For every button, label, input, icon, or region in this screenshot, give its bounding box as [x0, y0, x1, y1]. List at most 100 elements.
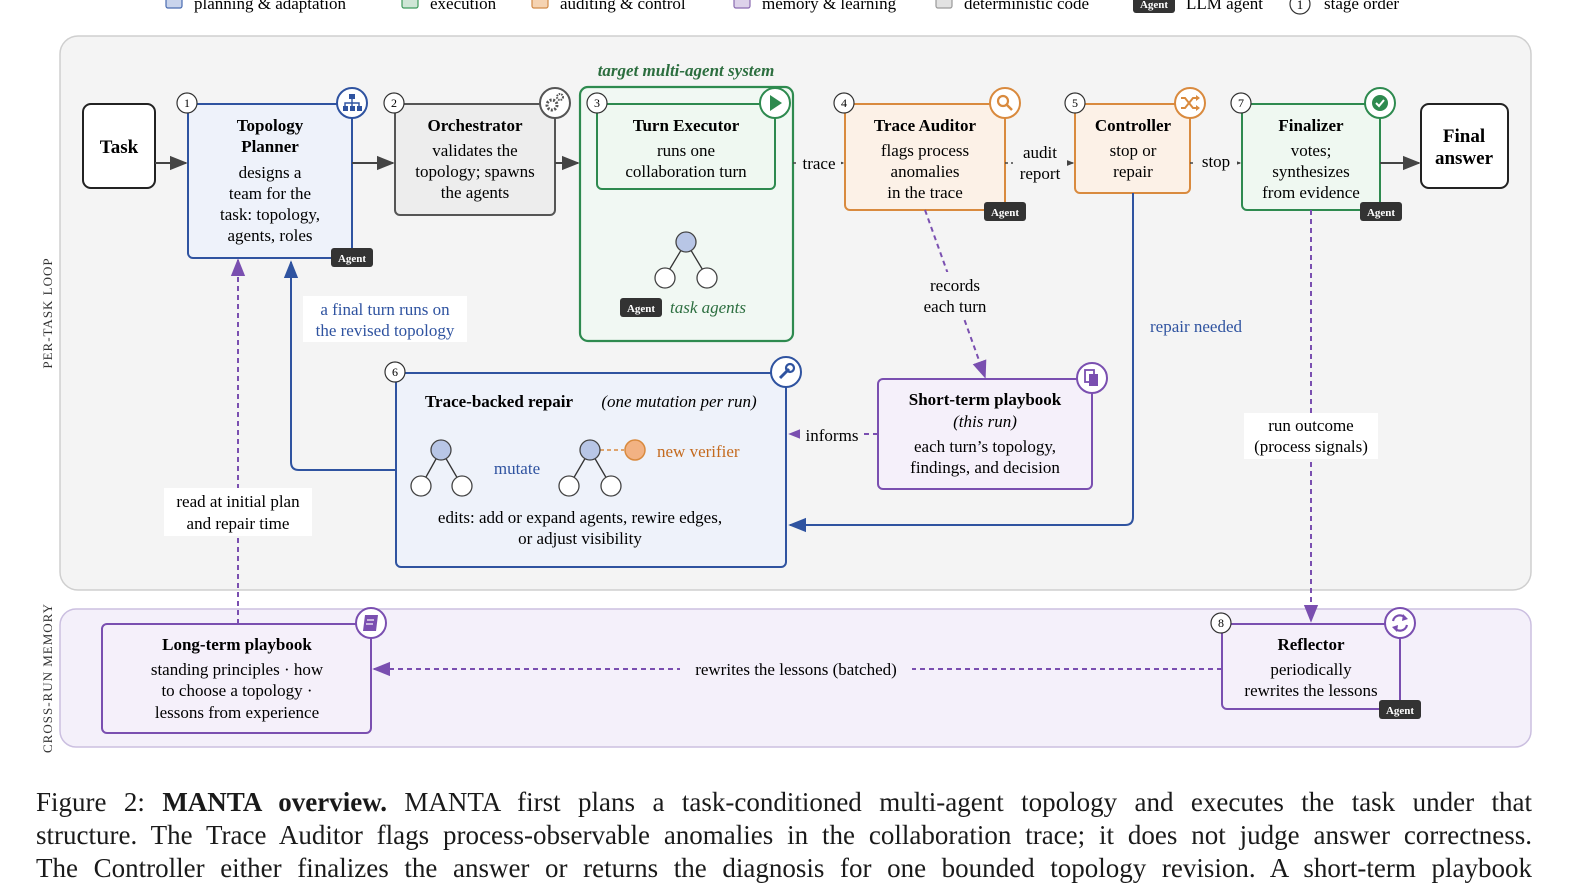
final-label-2: answer [1435, 148, 1494, 169]
play-icon [759, 87, 791, 119]
orchestrator-body-3: the agents [441, 183, 509, 202]
legend-agent-badge [1133, 0, 1175, 13]
label-stop: stop [1202, 152, 1230, 171]
short-playbook-body-2: findings, and decision [910, 458, 1060, 477]
arrow-repair-planner [283, 260, 396, 471]
mas-label: target multi-agent system [598, 61, 775, 80]
planner-title-1: Topology [237, 116, 304, 135]
auditor-body-2: anomalies [891, 162, 960, 181]
long-playbook-body-2: to choose a topology · [161, 681, 312, 700]
legend-stage-circle [1289, 0, 1311, 15]
task-label: Task [100, 137, 139, 158]
stage-num-2: 2 [391, 96, 397, 110]
arrow-controller-repair [788, 193, 1134, 533]
planner-body-1: designs a [239, 163, 302, 182]
label-trace: trace [802, 154, 835, 173]
label-records-1: records [930, 276, 980, 295]
mutate-label: mutate [494, 459, 540, 478]
repair-title: Trace-backed repair [425, 392, 574, 411]
caption-line-3: The Controller either finalizes the answ… [36, 853, 1532, 883]
legend-swatch-memory [733, 0, 751, 9]
shuffle-icon [1174, 87, 1206, 119]
legend-label-stage: stage order [1324, 0, 1399, 13]
after-node-left [558, 475, 580, 497]
reflector-body-1: periodically [1270, 660, 1352, 679]
sitemap-icon [336, 87, 368, 119]
before-node-right [451, 475, 473, 497]
label-run-outcome-2: (process signals) [1254, 437, 1368, 456]
reflector-body-2: rewrites the lessons [1244, 681, 1377, 700]
auditor-body-1: flags process [881, 141, 969, 160]
gears-icon [539, 87, 571, 119]
legend-label-planning: planning & adaptation [194, 0, 347, 13]
planner-box [187, 103, 353, 259]
side-label-memory: CROSS-RUN MEMORY [40, 603, 55, 753]
task-agents-badge-text: Agent [627, 303, 655, 315]
label-run-outcome-1: run outcome [1268, 416, 1353, 435]
orchestrator-box [394, 103, 556, 216]
legend-label-auditing: auditing & control [560, 0, 686, 13]
executor-body-1: runs one [657, 141, 715, 160]
legend-agent-badge-text: Agent [1140, 0, 1168, 11]
controller-body-2: repair [1113, 162, 1153, 181]
task-agents-label: task agents [670, 298, 746, 317]
auditor-title: Trace Auditor [874, 116, 977, 135]
controller-body-1: stop or [1110, 141, 1157, 160]
reflector-agent-badge: Agent [1386, 705, 1414, 717]
label-repair-needed: repair needed [1150, 317, 1243, 336]
legend-label-agent: LLM agent [1186, 0, 1263, 13]
short-playbook-title: Short-term playbook [909, 390, 1062, 409]
figure-caption: Figure 2: MANTA overview. MANTA first pl… [36, 786, 1532, 885]
auditor-body-3: in the trace [887, 183, 963, 202]
manta-diagram: planning & adaptation execution auditing… [40, 0, 1532, 753]
reflector-box [1221, 623, 1401, 710]
short-playbook-body-1: each turn’s topology, [914, 437, 1056, 456]
stage-num-5: 5 [1072, 96, 1078, 110]
side-label-loop: PER-TASK LOOP [40, 257, 55, 368]
agent-node-right [696, 267, 718, 289]
controller-title: Controller [1095, 116, 1172, 135]
after-node-root [579, 439, 601, 461]
legend-stage-num: 1 [1297, 0, 1304, 12]
stage-num-6: 6 [392, 365, 398, 379]
executor-box [596, 103, 776, 190]
long-playbook-body-1: standing principles · how [151, 660, 324, 679]
repair-body-2: or adjust visibility [518, 529, 642, 548]
label-report: report [1020, 164, 1061, 183]
finalizer-body-2: synthesizes [1272, 162, 1349, 181]
stage-num-7: 7 [1238, 96, 1244, 110]
repair-subtitle: (one mutation per run) [601, 392, 757, 411]
task-box [82, 103, 156, 189]
check-icon [1364, 87, 1396, 119]
legend-swatch-planning [165, 0, 183, 9]
stage-num-8: 8 [1218, 616, 1224, 630]
agent-node-root [675, 231, 697, 253]
planner-body-2: team for the [229, 184, 311, 203]
long-playbook-title: Long-term playbook [162, 635, 312, 654]
reflector-title: Reflector [1277, 635, 1344, 654]
finalizer-agent-badge: Agent [1367, 207, 1395, 219]
repair-body-1: edits: add or expand agents, rewire edge… [438, 508, 722, 527]
caption-line1-text: MANTA first plans a task-conditioned mul… [386, 787, 1532, 817]
caption-bold: MANTA overview. [162, 787, 387, 817]
finalizer-title: Finalizer [1278, 116, 1344, 135]
caption-prefix: Figure 2: [36, 787, 163, 817]
book-icon [355, 607, 387, 639]
after-node-right [600, 475, 622, 497]
planner-title-2: Planner [241, 137, 299, 156]
before-node-root [430, 439, 452, 461]
finalizer-body-3: from evidence [1262, 183, 1360, 202]
label-read-initial-2: and repair time [187, 514, 290, 533]
executor-body-2: collaboration turn [625, 162, 747, 181]
legend-label-memory: memory & learning [762, 0, 897, 13]
orchestrator-body-2: topology; spawns [415, 162, 534, 181]
stage-numbers: 1 2 3 4 5 6 7 8 [176, 92, 1252, 634]
caption-line-1: Figure 2: MANTA overview. MANTA first pl… [36, 786, 1532, 819]
refresh-icon [1384, 607, 1416, 639]
long-playbook-box [101, 623, 372, 734]
label-final-turn-1: a final turn runs on [320, 300, 450, 319]
node-texts: Topology Planner designs a team for the … [151, 116, 1378, 722]
legend-swatch-execution [401, 0, 419, 9]
task-agents-graph: Agent task agents [620, 231, 746, 317]
new-verifier-node [624, 439, 646, 461]
